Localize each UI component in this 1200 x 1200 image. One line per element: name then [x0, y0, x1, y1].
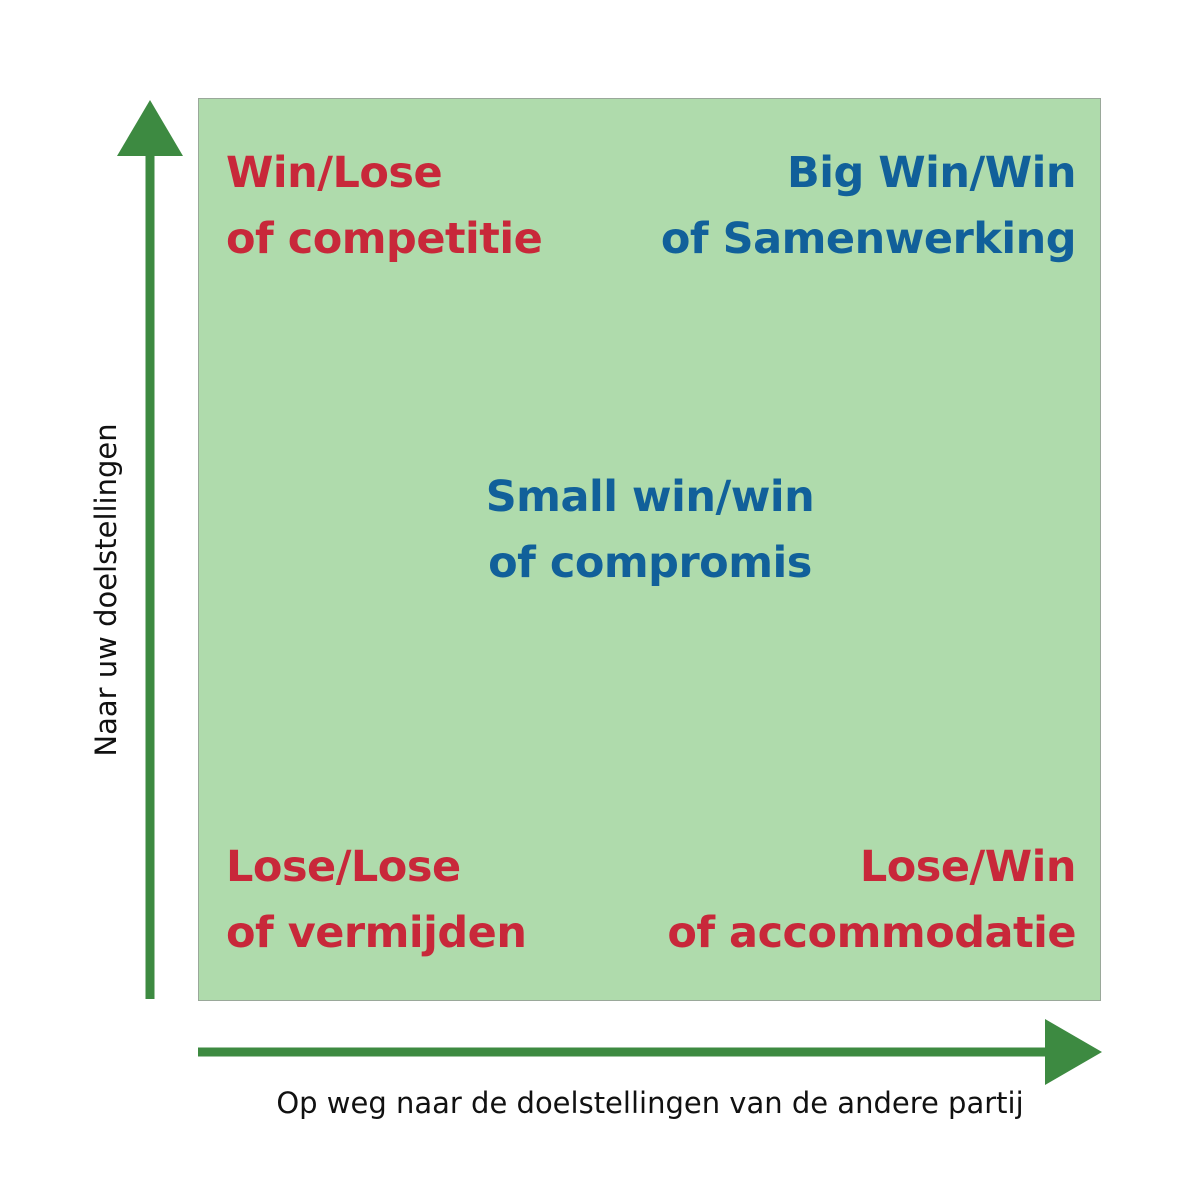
quadrant-win-lose-subtitle: of competitie: [226, 214, 543, 264]
x-axis-arrow-head: [1045, 1019, 1102, 1085]
quadrant-lose-lose-subtitle: of vermijden: [226, 908, 527, 958]
quadrant-big-win-win-subtitle: of Samenwerking: [660, 214, 1077, 264]
quadrant-lose-win: Lose/Win of accommodatie: [667, 834, 1076, 966]
quadrant-big-win-win-title: Big Win/Win: [786, 148, 1077, 198]
quadrant-win-lose-title: Win/Lose: [226, 148, 443, 198]
y-axis-arrow-head: [117, 100, 183, 156]
y-axis-label: Naar uw doelstellingen: [89, 423, 123, 757]
quadrant-big-win-win: Big Win/Win of Samenwerking: [660, 140, 1077, 272]
x-axis-label: Op weg naar de doelstellingen van de and…: [276, 1086, 1024, 1120]
quadrant-lose-win-title: Lose/Win: [859, 842, 1077, 892]
quadrant-small-win-win: Small win/win of compromis: [400, 464, 900, 596]
quadrant-win-lose: Win/Lose of competitie: [226, 140, 543, 272]
quadrant-small-win-win-subtitle: of compromis: [488, 538, 812, 588]
quadrant-lose-lose: Lose/Lose of vermijden: [226, 834, 527, 966]
quadrant-lose-lose-title: Lose/Lose: [226, 842, 461, 892]
quadrant-small-win-win-title: Small win/win: [485, 472, 815, 522]
quadrant-area: [198, 98, 1101, 1001]
quadrant-lose-win-subtitle: of accommodatie: [667, 908, 1076, 958]
